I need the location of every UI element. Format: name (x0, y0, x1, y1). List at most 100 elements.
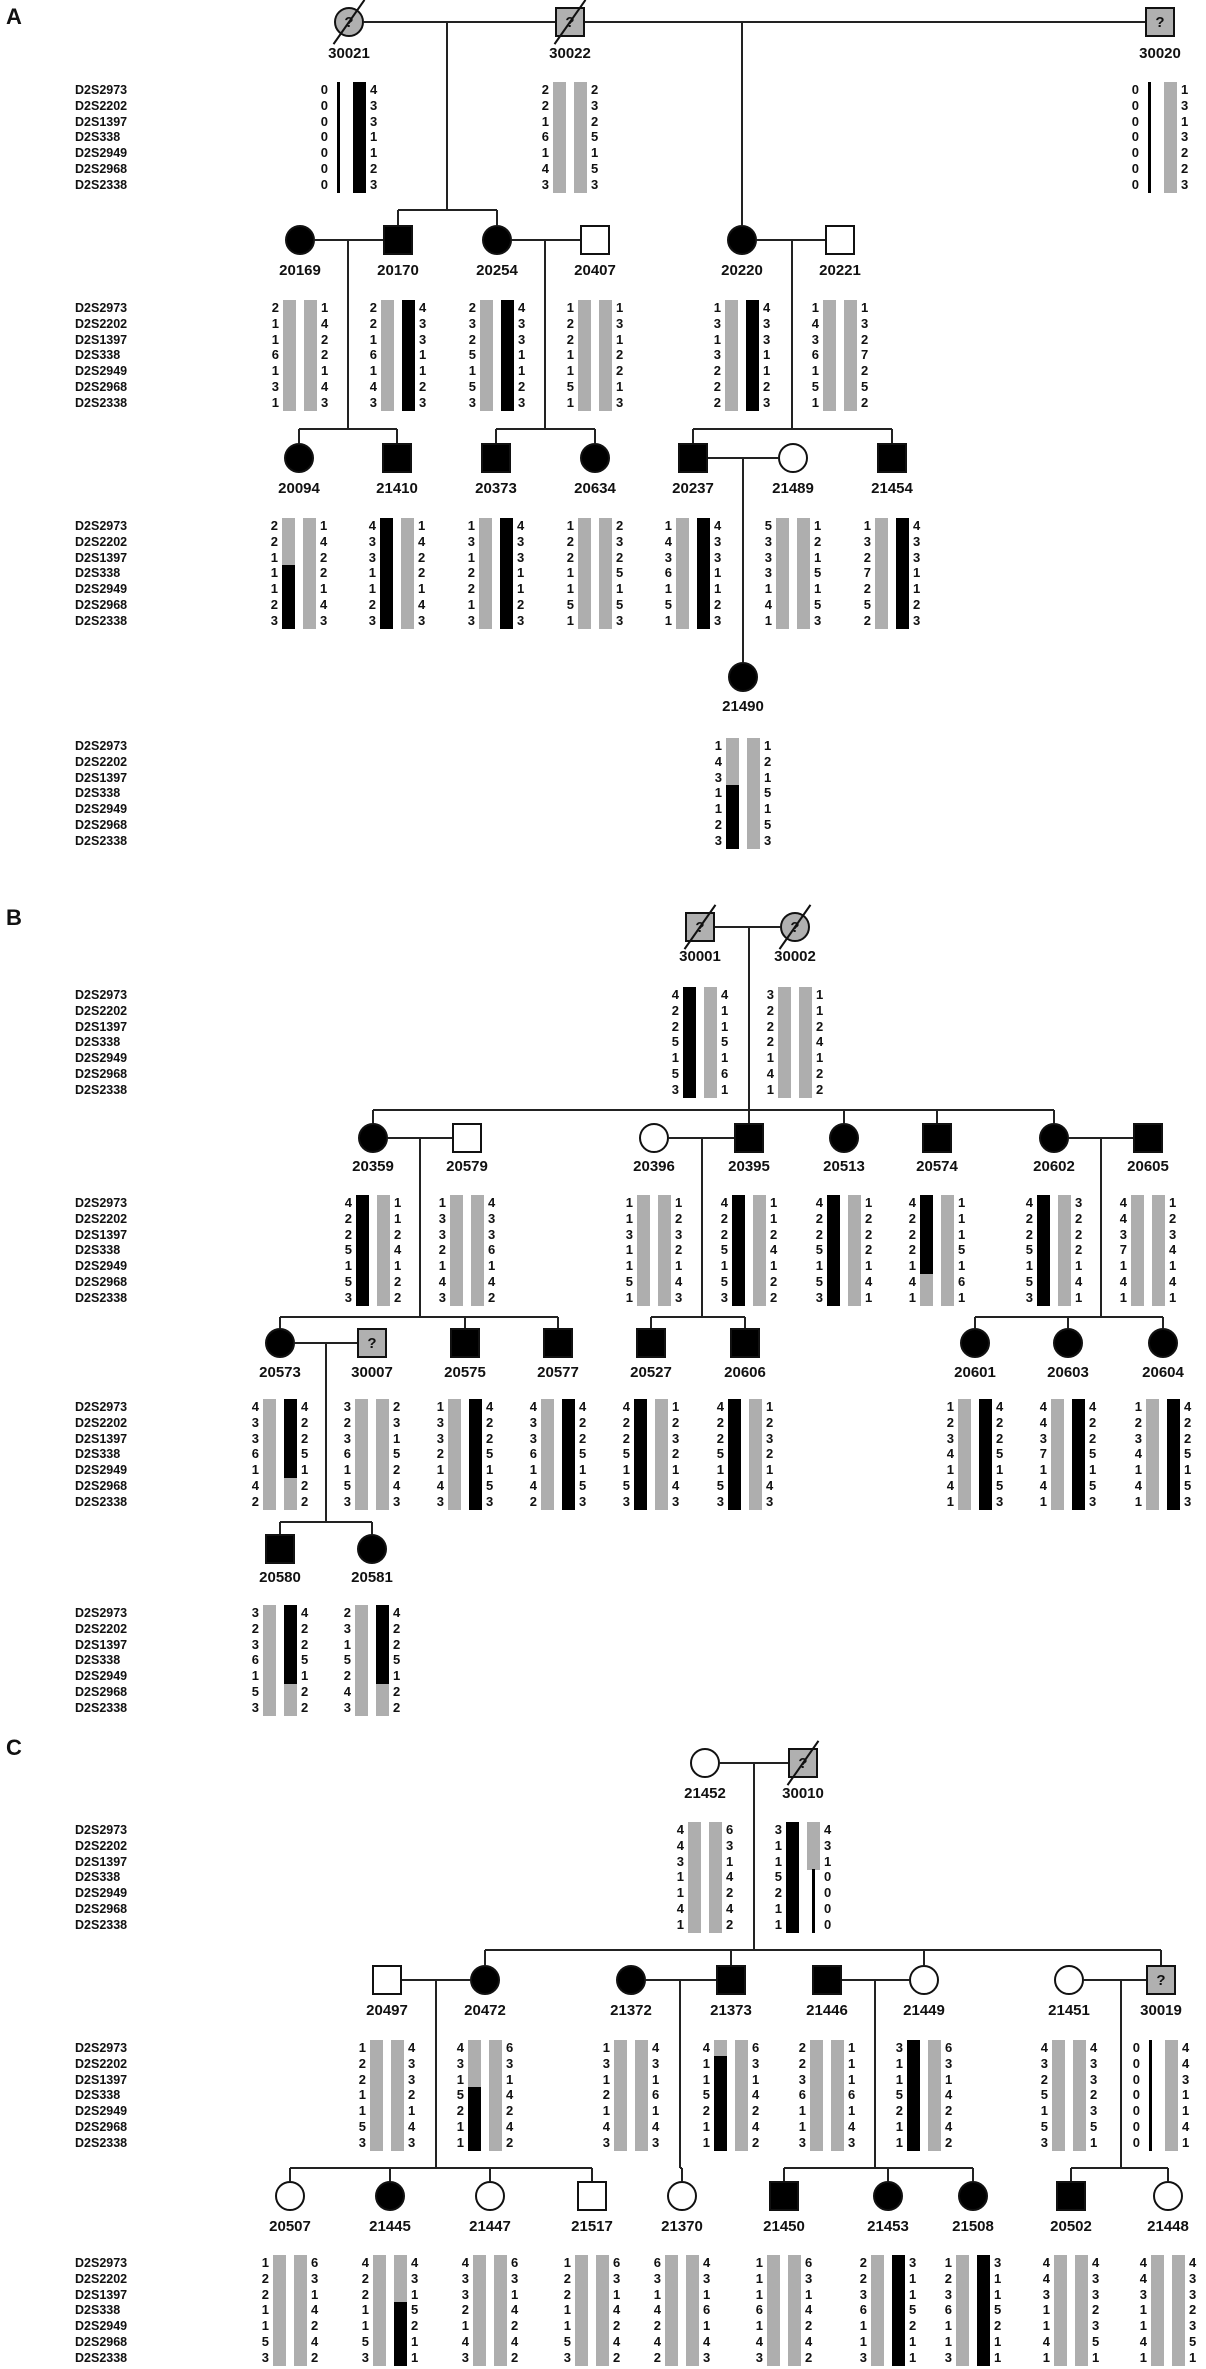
male-square-icon[interactable]: ? (685, 912, 715, 942)
marker-label: D2S1397 (75, 1431, 128, 1446)
haplotype-segment (920, 1289, 933, 1307)
female-circle-icon[interactable] (690, 1748, 720, 1778)
male-square-icon[interactable] (580, 225, 610, 255)
female-circle-icon[interactable] (667, 2181, 697, 2211)
allele-value: 5 (1040, 2119, 1048, 2134)
allele-value: 4 (714, 518, 722, 533)
female-circle-icon[interactable]: ? (334, 7, 364, 37)
allele-value: 2 (908, 1210, 916, 1226)
female-circle-icon[interactable] (639, 1123, 669, 1153)
haplotype-segment (381, 379, 394, 396)
allele-value: 2 (301, 1620, 309, 1636)
female-circle-icon[interactable] (284, 443, 314, 473)
male-square-icon[interactable] (734, 1123, 764, 1153)
allele-value: 1 (368, 565, 376, 581)
male-square-icon[interactable] (382, 443, 412, 473)
male-square-icon[interactable] (265, 1534, 295, 1564)
female-circle-icon[interactable] (873, 2181, 903, 2211)
allele-value: 2 (720, 1226, 728, 1242)
female-circle-icon[interactable] (1148, 1328, 1178, 1358)
male-square-icon[interactable]: ? (555, 7, 585, 37)
haplotype-segment (776, 597, 789, 614)
male-square-icon[interactable] (769, 2181, 799, 2211)
allele-value: 0 (1131, 82, 1139, 97)
allele-value: 3 (343, 1493, 351, 1509)
female-circle-icon[interactable] (958, 2181, 988, 2211)
male-square-icon[interactable]: ? (1145, 7, 1175, 37)
haplotype-segment (977, 2318, 990, 2335)
allele-value: 6 (506, 2040, 514, 2055)
male-square-icon[interactable] (812, 1965, 842, 1995)
female-circle-icon[interactable] (285, 225, 315, 255)
male-square-icon[interactable] (825, 225, 855, 255)
male-square-icon[interactable] (481, 443, 511, 473)
allele-value: 3 (764, 832, 772, 848)
individual-id: 20254 (476, 262, 518, 279)
haplotype-segment (376, 1493, 389, 1511)
haplotype-segment (1164, 82, 1177, 99)
male-square-icon[interactable] (1056, 2181, 1086, 2211)
male-square-icon[interactable] (1133, 1123, 1163, 1153)
allele-value: 1 (1182, 2103, 1190, 2119)
male-square-icon[interactable] (730, 1328, 760, 1358)
female-circle-icon[interactable] (960, 1328, 990, 1358)
haplotype-segment (1054, 2286, 1067, 2303)
female-circle-icon[interactable]: ? (780, 912, 810, 942)
marker-label: D2S2973 (75, 519, 128, 533)
male-square-icon[interactable] (372, 1965, 402, 1995)
male-square-icon[interactable] (922, 1123, 952, 1153)
female-circle-icon[interactable] (1153, 2181, 1183, 2211)
female-circle-icon[interactable] (1053, 1328, 1083, 1358)
allele-value: 2 (713, 379, 721, 394)
haplotype-segment (541, 1430, 554, 1447)
allele-value: 5 (1189, 2334, 1197, 2349)
male-square-icon[interactable] (577, 2181, 607, 2211)
haplotype-segment (494, 2334, 507, 2351)
haplotype-segment (1164, 129, 1177, 146)
allele-value: 4 (1119, 1210, 1127, 1226)
female-circle-icon[interactable] (829, 1123, 859, 1153)
haplotype-segment (655, 1462, 668, 1479)
male-square-icon[interactable]: ? (788, 1748, 818, 1778)
female-circle-icon[interactable] (778, 443, 808, 473)
marker-label: D2S1397 (75, 2287, 128, 2302)
female-circle-icon[interactable] (357, 1534, 387, 1564)
female-circle-icon[interactable] (482, 225, 512, 255)
female-circle-icon[interactable] (475, 2181, 505, 2211)
allele-value: 5 (1040, 2087, 1048, 2103)
allele-value: 2 (436, 1446, 444, 1462)
female-circle-icon[interactable] (275, 2181, 305, 2211)
male-square-icon[interactable] (450, 1328, 480, 1358)
female-circle-icon[interactable] (728, 662, 758, 692)
allele-value: 1 (895, 2055, 903, 2071)
individual-id: 21410 (376, 480, 418, 497)
allele-value: 3 (763, 315, 771, 331)
marker-label: D2S2202 (75, 2271, 128, 2286)
female-circle-icon[interactable] (1054, 1965, 1084, 1995)
male-square-icon[interactable] (678, 443, 708, 473)
male-square-icon[interactable] (877, 443, 907, 473)
male-square-icon[interactable] (636, 1328, 666, 1358)
allele-value: 1 (311, 2286, 319, 2302)
male-square-icon[interactable] (543, 1328, 573, 1358)
female-circle-icon[interactable] (580, 443, 610, 473)
male-square-icon[interactable] (716, 1965, 746, 1995)
allele-value: 4 (368, 518, 376, 533)
male-square-icon[interactable]: ? (1146, 1965, 1176, 1995)
female-circle-icon[interactable] (358, 1123, 388, 1153)
female-circle-icon[interactable] (265, 1328, 295, 1358)
male-square-icon[interactable] (383, 225, 413, 255)
female-circle-icon[interactable] (727, 225, 757, 255)
allele-value: 1 (1134, 1462, 1142, 1478)
female-circle-icon[interactable] (909, 1965, 939, 1995)
haplotype-segment (562, 1414, 575, 1432)
female-circle-icon[interactable] (616, 1965, 646, 1995)
allele-value: 5 (1025, 1274, 1033, 1289)
allele-value: 2 (622, 1414, 630, 1430)
male-square-icon[interactable] (452, 1123, 482, 1153)
female-circle-icon[interactable] (1039, 1123, 1069, 1153)
female-circle-icon[interactable] (470, 1965, 500, 1995)
allele-value: 1 (913, 581, 921, 597)
female-circle-icon[interactable] (375, 2181, 405, 2211)
male-square-icon[interactable]: ? (357, 1328, 387, 1358)
